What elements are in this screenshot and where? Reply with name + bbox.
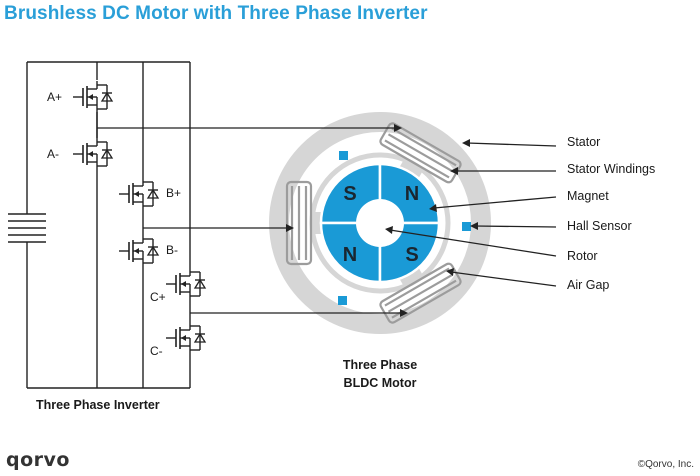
pole-label-bottom-left: N xyxy=(342,244,358,266)
switch-label-b-plus: B+ xyxy=(166,186,182,200)
mosfet-a-minus-icon xyxy=(72,137,113,171)
page-title: Brushless DC Motor with Three Phase Inve… xyxy=(4,3,428,24)
switch-label-a-minus: A- xyxy=(47,147,59,161)
callout-arrows xyxy=(389,142,557,287)
wire-arrowheads xyxy=(286,124,408,317)
inverter-caption: Three Phase Inverter xyxy=(36,398,160,412)
mosfet-c-minus-icon xyxy=(165,321,206,355)
mosfet-c-plus-icon xyxy=(165,267,206,301)
switch-label-c-plus: C+ xyxy=(150,290,166,304)
callout-magnet: Magnet xyxy=(567,189,609,203)
pole-label-top-left: S xyxy=(343,183,357,205)
rotor-shaft xyxy=(356,199,404,247)
callout-hall-sensor: Hall Sensor xyxy=(567,219,632,233)
mosfet-b-minus-icon xyxy=(118,234,159,268)
qorvo-logo: qorvo xyxy=(6,449,70,471)
callout-stator: Stator xyxy=(567,135,601,149)
hall-sensors xyxy=(338,151,471,305)
switch-label-a-plus: A+ xyxy=(47,90,63,104)
switch-label-b-minus: B- xyxy=(166,243,178,257)
pole-label-bottom-right: S xyxy=(405,244,419,266)
inverter-bus-lines xyxy=(26,61,191,389)
motor-caption-line1: Three Phase xyxy=(342,358,418,372)
phase-wires xyxy=(97,127,404,314)
pole-label-top-right: N xyxy=(404,183,420,205)
callout-air-gap: Air Gap xyxy=(567,278,610,292)
callout-rotor: Rotor xyxy=(567,249,598,263)
copyright: ©Qorvo, Inc. xyxy=(637,459,694,470)
motor-caption-line2: BLDC Motor xyxy=(343,376,417,390)
mosfet-a-plus-icon xyxy=(72,80,113,114)
stator-ring xyxy=(269,112,491,334)
switch-label-c-minus: C- xyxy=(150,344,163,358)
motor xyxy=(269,112,491,334)
callout-stator-windings: Stator Windings xyxy=(567,162,656,176)
battery-icon xyxy=(8,213,46,243)
mosfet-b-plus-icon xyxy=(118,177,159,211)
callout-arrowheads xyxy=(385,139,478,276)
